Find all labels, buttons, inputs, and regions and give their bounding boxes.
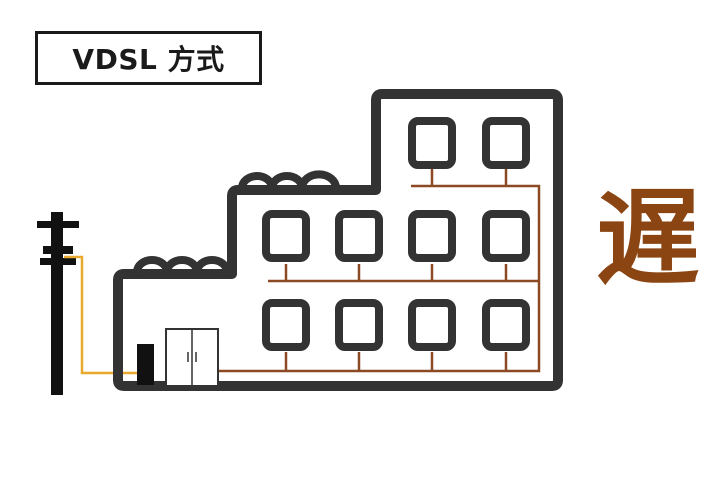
- unit-window: [482, 299, 530, 351]
- unit-window: [335, 299, 383, 351]
- room-units: [262, 117, 530, 351]
- unit-window: [262, 210, 310, 262]
- telephone-pole-icon: [37, 212, 79, 395]
- unit-window: [262, 299, 310, 351]
- building-outline: [113, 89, 563, 391]
- title-label: VDSL 方式: [35, 31, 262, 85]
- unit-window: [482, 210, 530, 262]
- mdf-cabinet-icon: [165, 328, 219, 387]
- incoming-line: [64, 255, 138, 375]
- unit-window: [408, 299, 456, 351]
- bushes-upper: [238, 170, 340, 192]
- unit-window: [408, 210, 456, 262]
- speed-slow-label: 遅: [595, 177, 700, 299]
- unit-window: [335, 210, 383, 262]
- unit-window: [408, 117, 456, 169]
- bushes-lower: [133, 256, 231, 276]
- unit-window: [482, 117, 530, 169]
- internal-wiring: [218, 169, 541, 373]
- vdsl-modem-icon: [137, 344, 154, 385]
